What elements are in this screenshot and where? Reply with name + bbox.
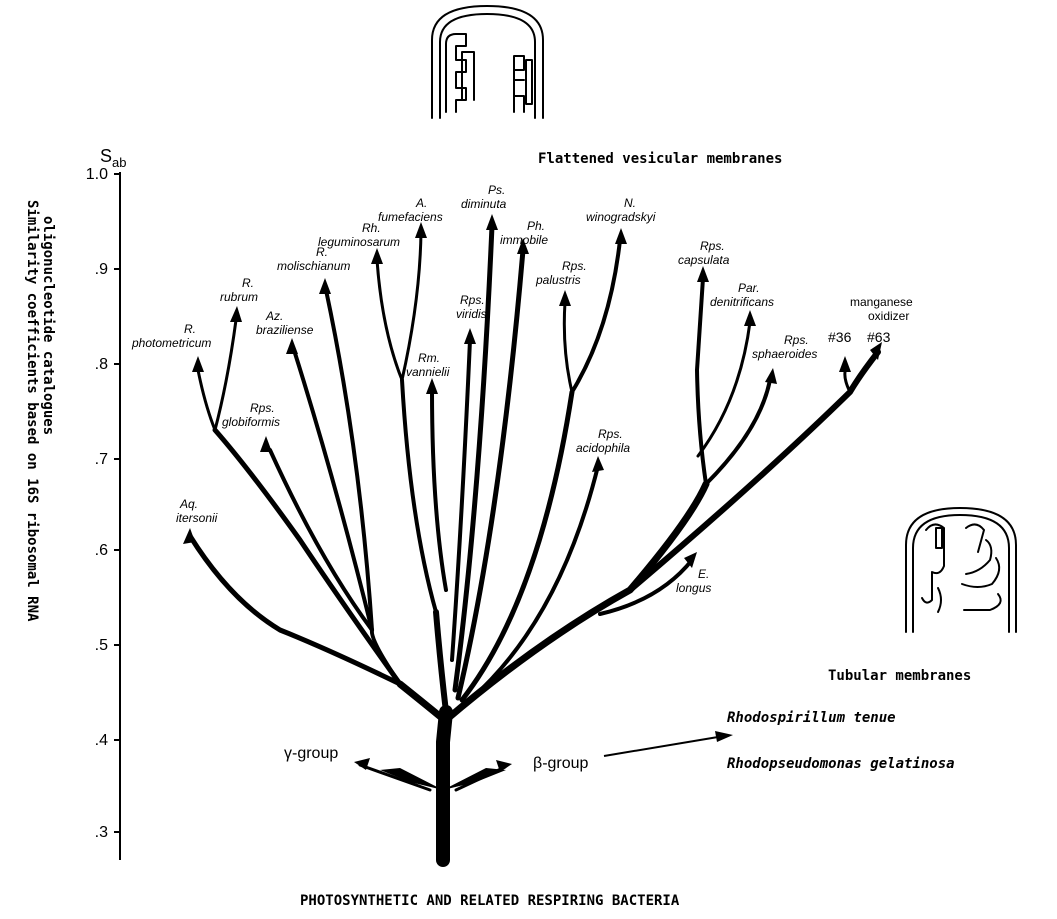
y-axis-title-line2: oligonucleotide catalogues — [40, 216, 56, 435]
y-tick-label: .4 — [95, 732, 108, 749]
taxon-labels: R.photometricum R.rubrum Rps.globiformis… — [131, 183, 913, 595]
taxon-label-36: #36 — [828, 329, 852, 345]
bottom-caption: PHOTOSYNTHETIC AND RELATED RESPIRING BAC… — [300, 893, 680, 909]
taxon-label: R.photometricum — [131, 322, 211, 350]
y-tick-label: .5 — [95, 637, 108, 654]
taxon-label: Rm.vannielii — [406, 351, 450, 379]
taxon-label: Ph.immobile — [500, 219, 548, 247]
taxon-label: N.winogradskyi — [586, 196, 656, 224]
beta-member-rhodopseudomonas-gelatinosa: Rhodopseudomonas gelatinosa — [727, 756, 955, 772]
trunk — [443, 712, 446, 860]
tubular-membranes-label: Tubular membranes — [828, 668, 971, 684]
taxon-label: R.rubrum — [220, 276, 258, 304]
y-tick-label: .3 — [95, 824, 108, 841]
arrowheads — [183, 214, 882, 772]
gamma-group-label: γ-group — [284, 745, 338, 762]
taxon-label: A.fumefaciens — [378, 196, 443, 224]
taxon-label: Rps.capsulata — [678, 239, 730, 267]
gamma-wing — [380, 768, 443, 790]
y-tick-label: .9 — [95, 261, 108, 278]
y-tick-label: .8 — [95, 356, 108, 373]
y-tick-label: 1.0 — [86, 166, 108, 183]
tubular-membrane-cell-sketch — [906, 508, 1016, 632]
y-axis: 1.0 .9 .8 .7 .6 .5 .4 .3 Sab — [86, 146, 127, 860]
y-tick-label: .7 — [95, 451, 108, 468]
taxon-label: R.molischianum — [277, 245, 350, 273]
y-tick-label: .6 — [95, 542, 108, 559]
y-axis-title-line1: Similarity coefficients based on 16S rib… — [24, 200, 40, 622]
beta-group-arrow — [604, 737, 718, 756]
taxon-label: Rps.sphaeroides — [752, 333, 817, 361]
beta-group-label: β-group — [533, 755, 589, 772]
flattened-membrane-cell-sketch — [432, 6, 543, 118]
beta-member-rhodospirillum-tenue: Rhodospirillum tenue — [727, 710, 896, 726]
flattened-membranes-label: Flattened vesicular membranes — [538, 151, 782, 167]
taxon-label: Az.braziliense — [256, 309, 314, 337]
taxon-label: Rps.viridis — [456, 293, 487, 321]
taxon-label: Rps.palustris — [535, 259, 587, 287]
taxon-label: Rps.acidophila — [576, 427, 630, 455]
y-axis-title: Similarity coefficients based on 16S rib… — [24, 200, 56, 622]
taxon-label-63: #63 — [867, 329, 891, 345]
taxon-label: Ps.diminuta — [461, 183, 507, 211]
taxon-label: Aq.itersonii — [176, 497, 218, 525]
taxon-label: Rps.globiformis — [222, 401, 280, 429]
taxon-label: Rh.leguminosarum — [318, 221, 400, 249]
taxon-label: Par.denitrificans — [710, 281, 774, 309]
